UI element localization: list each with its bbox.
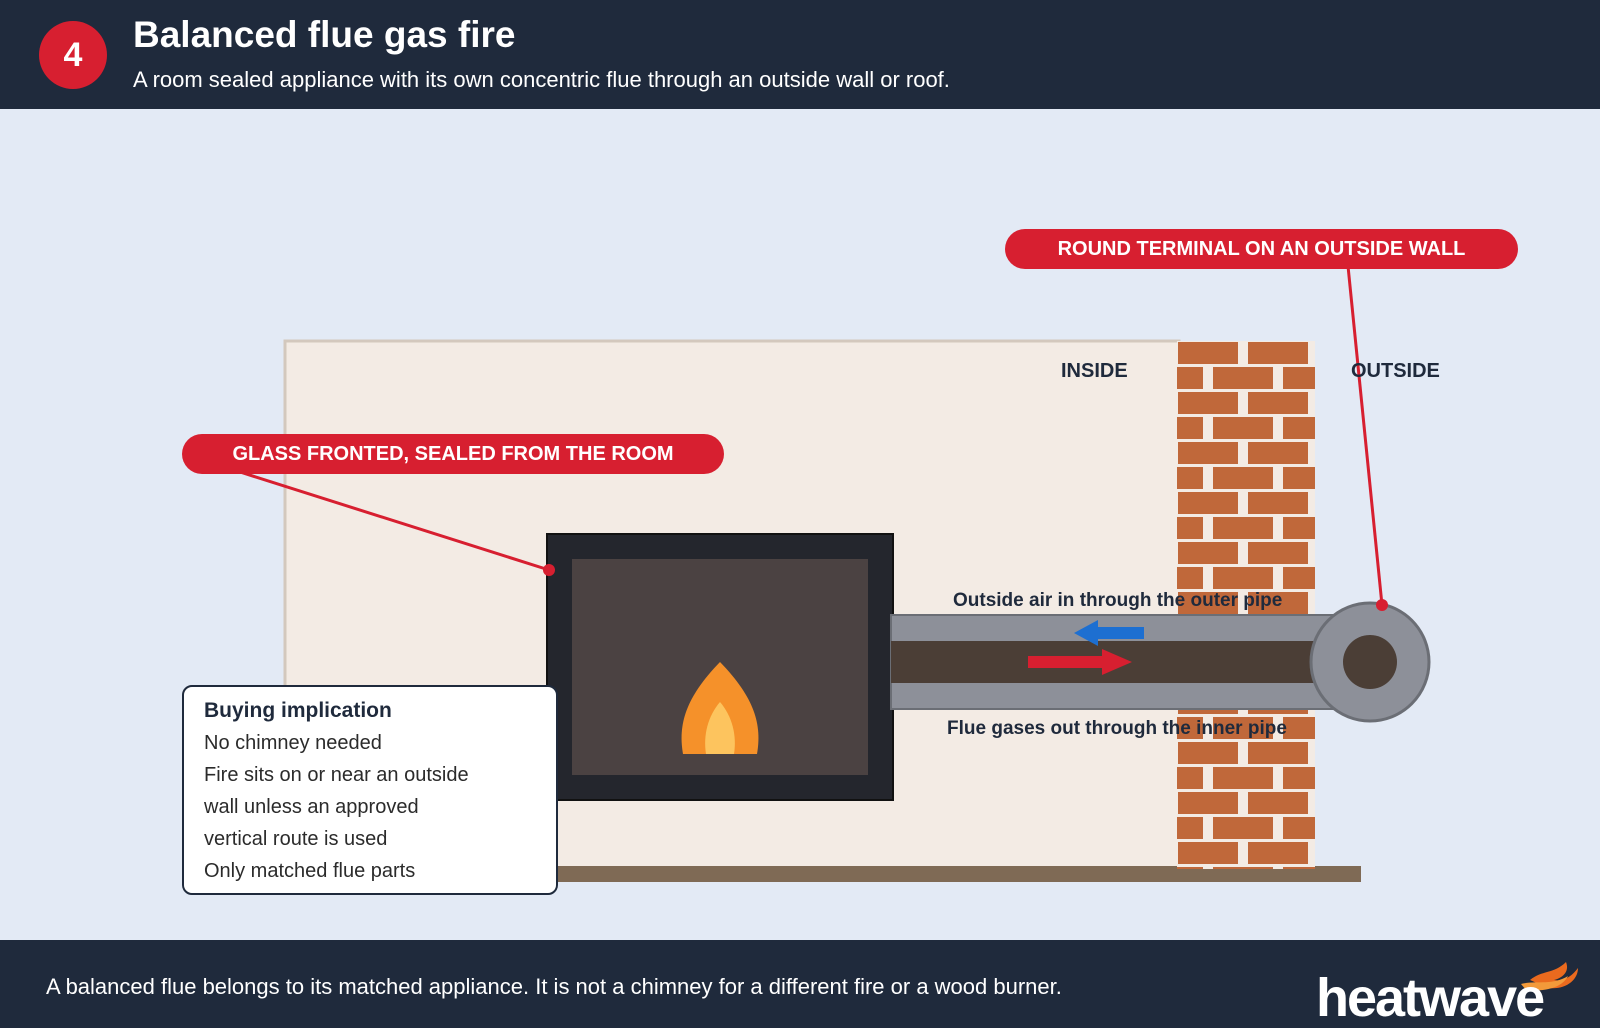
balanced-flue-diagram: GLASS FRONTED, SEALED FROM THE ROOM ROUN… bbox=[0, 109, 1600, 940]
brick-wall bbox=[1177, 341, 1315, 869]
terminal-callout-leader bbox=[1346, 265, 1384, 606]
inside-label: INSIDE bbox=[1061, 360, 1128, 382]
glass-callout-dot bbox=[543, 564, 555, 576]
page-subtitle: A room sealed appliance with its own con… bbox=[133, 67, 950, 92]
buying-line: No chimney needed bbox=[204, 732, 382, 754]
outside-label: OUTSIDE bbox=[1351, 360, 1440, 382]
flue-out-arrow bbox=[1028, 649, 1132, 675]
step-number-badge: 4 bbox=[39, 21, 107, 89]
page-title: Balanced flue gas fire bbox=[133, 14, 516, 55]
air-in-arrow bbox=[1074, 620, 1144, 646]
footer-bar: A balanced flue belongs to its matched a… bbox=[0, 940, 1600, 1028]
buying-line: vertical route is used bbox=[204, 828, 388, 850]
buying-line: wall unless an approved bbox=[204, 796, 419, 818]
round-terminal-callout: ROUND TERMINAL ON AN OUTSIDE WALL bbox=[1005, 229, 1518, 269]
buying-implication-box: Buying implication No chimney needed Fir… bbox=[182, 685, 558, 895]
header-bar: 4 Balanced flue gas fire A room sealed a… bbox=[0, 0, 1600, 109]
flame-inner-icon bbox=[705, 702, 735, 754]
heatwave-logo: heatwave bbox=[1316, 962, 1578, 1020]
footer-note: A balanced flue belongs to its matched a… bbox=[46, 974, 1062, 999]
diagram-canvas bbox=[239, 265, 1431, 882]
flue-terminal-core bbox=[1343, 635, 1397, 689]
svg-text:heatwave: heatwave bbox=[1316, 968, 1544, 1020]
glass-callout-leader bbox=[239, 470, 550, 572]
buying-implication-title: Buying implication bbox=[204, 699, 392, 722]
air-in-label: Outside air in through the outer pipe bbox=[953, 590, 1283, 611]
buying-line: Fire sits on or near an outside bbox=[204, 764, 469, 786]
buying-line: Only matched flue parts bbox=[204, 860, 416, 882]
glass-fronted-callout: GLASS FRONTED, SEALED FROM THE ROOM bbox=[182, 434, 724, 474]
flue-out-label: Flue gases out through the inner pipe bbox=[947, 718, 1287, 739]
terminal-callout-dot bbox=[1376, 599, 1388, 611]
